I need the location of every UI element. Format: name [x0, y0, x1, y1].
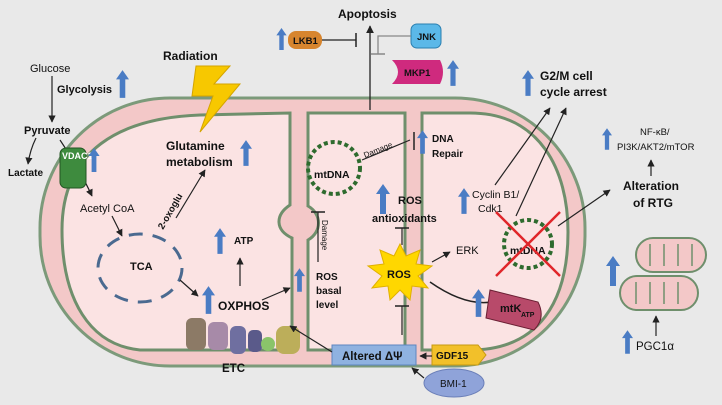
lkb1-label: LKB1 — [293, 36, 319, 47]
ros-label: ROS — [387, 269, 411, 281]
gdf15-badge — [431, 344, 487, 366]
ros-antiox-label-line1: ROS — [398, 195, 422, 207]
pyruvate-label: Pyruvate — [24, 125, 70, 137]
mtk-label: mtK — [500, 303, 521, 315]
ros-antiox-label-line2: antioxidants — [372, 213, 437, 225]
etc-complex — [186, 318, 300, 354]
pgc1a-label: PGC1α — [636, 341, 674, 353]
atp-label: ATP — [234, 236, 254, 247]
vdac1-channel-icon — [59, 147, 87, 189]
up-arrow-icon — [622, 330, 633, 354]
vdac1-label: VDAC1 — [62, 151, 93, 161]
ros-burst-icon — [366, 242, 434, 302]
dna-repair-label-line2: Repair — [432, 149, 463, 160]
dna-repair-label-line1: DNA — [432, 134, 454, 145]
alteration-label-line1: Alteration — [623, 179, 679, 193]
apoptosis-label: Apoptosis — [338, 7, 397, 21]
bmi1-label: BMI-1 — [440, 379, 467, 390]
glucose-label: Glucose — [30, 63, 70, 75]
up-arrow-icon — [276, 28, 287, 50]
gdf15-label: GDF15 — [436, 351, 469, 362]
g2m-label-line2: cycle arrest — [540, 85, 607, 99]
up-arrow-icon — [606, 256, 620, 286]
up-arrow-icon — [116, 70, 129, 98]
mkp1-badge — [392, 60, 443, 84]
crista-right — [420, 111, 570, 352]
oxphos-label: OXPHOS — [218, 299, 269, 313]
etc-label: ETC — [222, 363, 245, 375]
tca-label: TCA — [130, 261, 153, 273]
radiation-label: Radiation — [163, 49, 218, 63]
mtdna-label: mtDNA — [314, 169, 350, 181]
bmi1-badge — [423, 368, 485, 398]
jnk-label: JNK — [417, 32, 436, 43]
altered-dpsi-label: Altered ΔΨ — [342, 351, 402, 363]
ros-basal-line1: ROS — [316, 272, 338, 283]
glycolysis-label: Glycolysis — [57, 84, 112, 96]
ros-basal-line2: basal — [316, 286, 342, 297]
ros-basal-line3: level — [316, 300, 338, 311]
glutamine-label-line2: metabolism — [166, 155, 233, 169]
damage-label-mid: Damage — [320, 220, 329, 251]
lightning-icon — [191, 65, 242, 133]
mini-mitochondria-icon — [619, 237, 707, 311]
g2m-label-line1: G2/M cell — [540, 69, 593, 83]
lkb1-badge — [288, 31, 322, 49]
altered-dpsi-box — [331, 344, 417, 366]
alteration-label-line2: of RTG — [633, 196, 673, 210]
tca-cycle-icon — [96, 232, 184, 304]
lactate-label: Lactate — [8, 168, 43, 179]
mtk-atp-channel-icon — [485, 289, 542, 331]
cyclin-label-line2: Cdk1 — [478, 203, 503, 215]
mkp1-label: MKP1 — [404, 68, 431, 79]
up-arrow-icon — [522, 70, 534, 96]
mtdna-icon — [306, 140, 362, 196]
cyclin-label-line1: Cyclin B1/ — [472, 189, 519, 201]
erk-label: ERK — [456, 245, 479, 257]
up-arrow-icon — [447, 60, 459, 86]
mtdna-icon — [502, 218, 554, 270]
glutamine-label-line1: Glutamine — [166, 139, 225, 153]
mtk-sub-label: ATP — [521, 312, 535, 319]
up-arrow-icon — [602, 128, 612, 150]
mitochondrion — [38, 96, 587, 368]
nfkb-label-line1: NF-κB/ — [640, 127, 670, 138]
acetyl-coa-label: Acetyl CoA — [80, 203, 135, 215]
nfkb-label-line2: PI3K/AKT2/mTOR — [617, 142, 695, 153]
